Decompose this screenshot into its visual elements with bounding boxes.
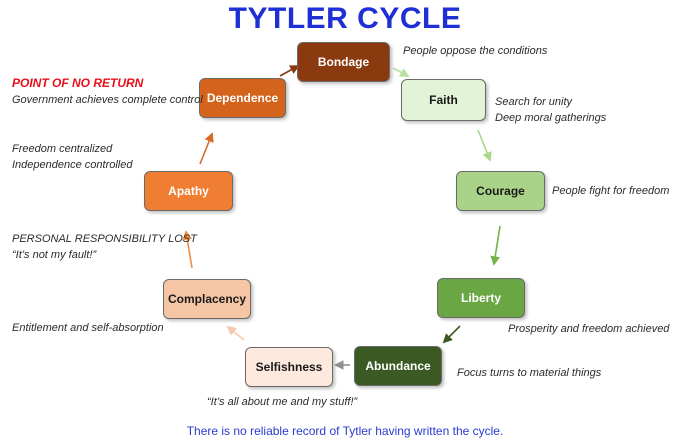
note-abundance: Focus turns to material things [457,365,601,381]
diagram-title: TYTLER CYCLE [228,2,462,35]
arrow-complacency-to-apathy [182,230,193,269]
note-complacency: Entitlement and self-absorption [12,320,164,336]
node-courage-label: Courage [476,184,525,198]
note-courage: People fight for freedom [552,183,669,199]
arrow-dependence-to-bondage [279,65,300,77]
node-faith-label: Faith [429,93,458,107]
point-of-no-return-label: POINT OF NO RETURN [12,76,144,90]
note-apathy-line-1: PERSONAL RESPONSIBILITY LOST [12,233,197,245]
node-dependence-label: Dependence [206,91,279,105]
node-courage: Courage [456,171,545,211]
arrow-bondage-to-faith [392,67,410,77]
arrow-liberty-to-abundance [442,325,461,344]
node-abundance: Abundance [354,346,442,386]
node-abundance-label: Abundance [365,359,431,373]
note-centralized-line-1: Freedom centralized [12,143,113,155]
note-apathy-line-2: “It’s not my fault!” [12,249,97,261]
arrow-courage-to-liberty [490,225,501,266]
node-faith: Faith [401,79,486,121]
note-faith: Search for unity Deep moral gatherings [495,94,606,126]
note-abundance-line: Focus turns to material things [457,367,602,379]
node-complacency: Complacency [163,279,251,319]
node-selfishness-label: Selfishness [255,360,323,374]
node-dependence: Dependence [199,78,286,118]
note-centralized-line-2: Independence controlled [12,159,133,171]
note-liberty-line: Prosperity and freedom achieved [508,323,670,335]
note-liberty: Prosperity and freedom achieved [508,321,669,337]
node-apathy: Apathy [144,171,233,211]
note-bondage: People oppose the conditions [403,43,547,59]
node-liberty-label: Liberty [460,291,501,305]
node-bondage: Bondage [297,42,390,82]
note-courage-line: People fight for freedom [552,185,670,197]
arrow-apathy-to-dependence [199,132,214,165]
node-bondage-label: Bondage [317,55,370,69]
note-faith-line-2: Deep moral gatherings [495,112,607,124]
node-apathy-label: Apathy [168,184,209,198]
note-apathy: PERSONAL RESPONSIBILITY LOST “It’s not m… [12,231,197,263]
node-liberty: Liberty [437,278,525,318]
arrow-faith-to-courage [477,129,492,162]
footer-disclaimer: There is no reliable record of Tytler ha… [186,424,504,438]
note-dependence-line: Government achieves complete control [12,94,203,106]
node-complacency-label: Complacency [167,292,247,306]
arrow-selfishness-to-complacency [226,325,245,341]
note-bondage-line: People oppose the conditions [403,45,548,57]
note-centralized: Freedom centralized Independence control… [12,141,132,173]
node-selfishness: Selfishness [245,347,333,387]
note-faith-line-1: Search for unity [495,96,573,108]
note-selfishness-line: “It’s all about me and my stuff!” [207,396,358,408]
note-complacency-line: Entitlement and self-absorption [12,322,164,334]
note-selfishness: “It’s all about me and my stuff!” [207,394,357,410]
note-dependence: Government achieves complete control [12,92,203,108]
